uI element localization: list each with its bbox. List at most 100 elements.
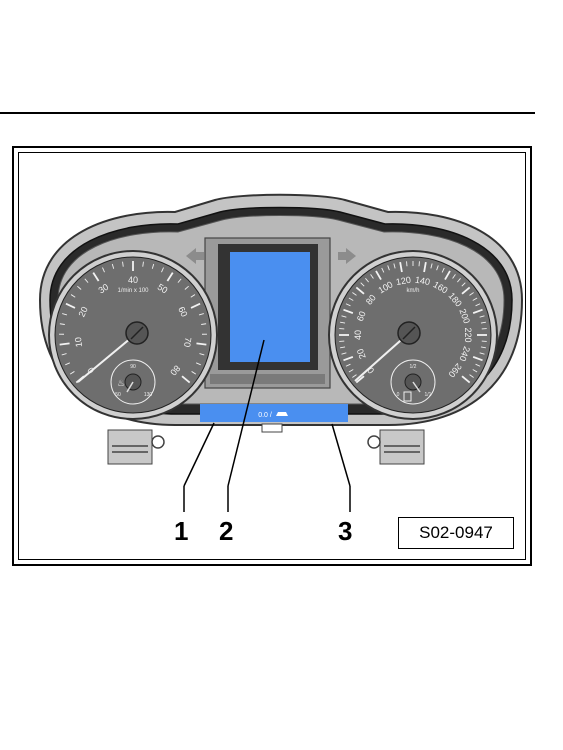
tachometer-tick	[199, 353, 205, 356]
speedometer-tick	[452, 274, 456, 279]
left-turn-arrow-icon	[186, 248, 204, 264]
lower-display-text: 0.0 /	[258, 412, 272, 419]
speedometer-tick	[341, 315, 347, 318]
speedometer-tick	[341, 352, 347, 355]
tachometer-scale-label: 40	[128, 275, 138, 285]
speedometer-tick	[469, 292, 474, 296]
speedometer-tick	[393, 263, 396, 269]
speedometer-needle	[354, 332, 410, 382]
fuel-mark-empty: 0	[397, 392, 400, 398]
centre-display	[230, 252, 310, 362]
speedometer-scale-label: 240	[457, 345, 472, 363]
callout-2: 2	[219, 516, 234, 546]
tachometer-tick	[92, 272, 100, 282]
lower-centre-tab	[261, 423, 283, 433]
speedometer-scale-label: 60	[355, 310, 368, 323]
speedometer-tick	[381, 267, 385, 273]
tachometer-tick	[190, 302, 201, 309]
tachometer-tick	[195, 362, 201, 366]
top-rule	[0, 112, 535, 114]
callout-1: 1	[174, 516, 189, 546]
tachometer-scale-label: 30	[97, 282, 111, 296]
speedometer-scale-label: 200	[457, 307, 472, 325]
speedometer-tick	[355, 286, 365, 295]
speedometer-tick	[343, 356, 354, 362]
tachometer: 01020304050607080 1/min x 100 90 50 130 …	[48, 250, 218, 420]
speedometer-tick	[348, 297, 354, 301]
speedometer-tick	[370, 274, 374, 279]
tachometer-tick	[62, 313, 68, 316]
speedometer-tick	[475, 363, 481, 367]
tachometer-hub-mark	[130, 326, 144, 340]
tachometer-tick	[59, 342, 70, 346]
fuel-needle	[412, 381, 421, 393]
speedometer-scale-label: 80	[364, 293, 378, 307]
speedometer-tick	[461, 286, 471, 295]
temp-mark-130: 130	[144, 392, 153, 398]
speedometer-tick	[345, 363, 351, 367]
speedometer-tick	[352, 292, 357, 296]
speedometer-tick	[479, 315, 485, 318]
fuel-pump-icon	[403, 391, 412, 402]
speedometer-tick	[461, 375, 471, 384]
tachometer-tick	[122, 261, 124, 267]
speedometer-tick	[472, 369, 478, 373]
speedometer-tick	[355, 375, 365, 384]
speedometer-scale-label: 140	[414, 275, 431, 287]
speedometer-tick	[475, 303, 481, 307]
tachometer-scale-label: 20	[77, 305, 90, 318]
tachometer-tick	[65, 302, 76, 309]
tachometer-tick	[151, 263, 155, 269]
tachometer-tick	[70, 294, 76, 298]
temp-mark-90: 90	[130, 364, 136, 370]
speedometer-tick	[399, 261, 403, 273]
tachometer-tick	[65, 362, 71, 366]
speedometer-scale-label: 120	[395, 275, 412, 287]
speedometer-tick	[457, 278, 461, 283]
tachometer-tick	[77, 285, 82, 290]
tachometer-tick	[161, 267, 164, 273]
figure-inner-border	[18, 152, 526, 560]
leader-line-1	[183, 422, 215, 487]
temperature-icon: ♨	[117, 378, 125, 388]
fuel-mark-half: 1/2	[410, 364, 417, 370]
speedometer-tick	[423, 261, 427, 273]
tachometer-tick	[196, 342, 207, 346]
speedometer-ticks	[339, 261, 487, 384]
speedometer-tick	[345, 303, 351, 307]
speedometer-tick	[436, 265, 439, 271]
lower-display-left	[200, 404, 246, 422]
speedometer-tick	[444, 270, 451, 281]
speedometer-tick	[360, 282, 365, 287]
speedometer-tick	[430, 263, 433, 269]
speedometer-tick	[480, 321, 486, 324]
tachometer-tick	[61, 353, 67, 356]
speedometer-tick	[461, 282, 466, 287]
tachometer-tick	[84, 278, 89, 283]
leader-line-2	[227, 339, 265, 487]
centre-lower-strip	[210, 374, 325, 384]
tachometer-scale-label: 10	[73, 337, 84, 348]
tachometer-tick	[102, 267, 105, 273]
speedometer-scale-label: 0	[365, 365, 376, 375]
tachometer-tick	[59, 323, 65, 325]
tachometer-tick	[184, 285, 189, 290]
tachometer-tick	[190, 294, 196, 298]
tachometer-tick	[191, 371, 197, 375]
speedometer-tick	[441, 267, 445, 273]
speedometer-tick	[387, 265, 390, 271]
speedometer-tick	[472, 356, 483, 362]
tachometer-tick	[201, 323, 207, 325]
reference-code-box: S02-0947	[398, 517, 514, 549]
speedometer-tick	[479, 352, 485, 355]
speedometer-tick	[352, 374, 357, 378]
speedometer-scale-label: 20	[355, 347, 368, 360]
speedometer-unit-label: km/h	[406, 288, 419, 294]
speedometer-hub-mark	[402, 326, 416, 340]
tachometer-unit-label: 1/min x 100	[117, 288, 149, 294]
speedometer-tick	[472, 308, 483, 314]
callout-3: 3	[338, 516, 353, 546]
tachometer-scale-label: 80	[168, 363, 182, 377]
speedometer-tick	[480, 346, 486, 349]
